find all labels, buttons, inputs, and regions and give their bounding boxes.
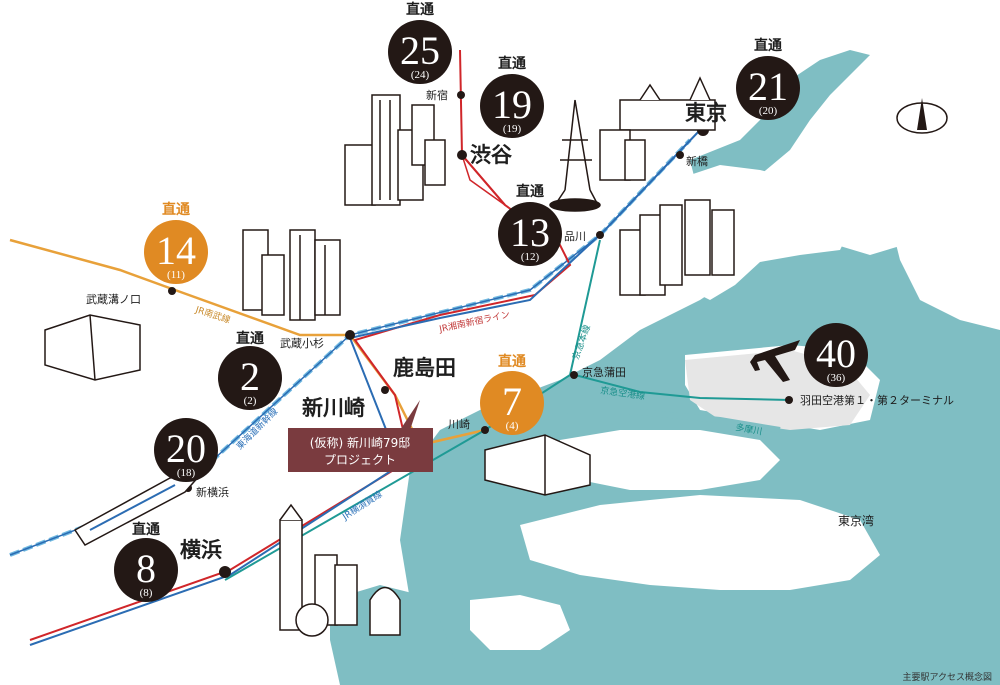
svg-text:(11): (11) (167, 269, 185, 281)
svg-text:(4): (4) (506, 420, 519, 432)
station-dot-shinjuku (457, 91, 465, 99)
svg-text:直通: 直通 (498, 55, 526, 72)
label-jr-nambu: JR南武線 (193, 303, 232, 326)
bubble-shibuya: 直通 19 (19) (480, 55, 544, 138)
svg-text:20: 20 (166, 426, 206, 471)
jr-yokosuka-line (29, 129, 701, 646)
bubble-mizonokuchi: 直通 14 (11) (144, 201, 208, 284)
bubble-yokohama: 直通 8 (8) (114, 521, 178, 602)
label-shimbashi: 新橋 (686, 154, 708, 168)
svg-text:7: 7 (502, 379, 522, 424)
yokohama-buildings-illustration (279, 503, 401, 637)
station-dot-shinagawa (596, 231, 604, 239)
station-dot-haneda (785, 396, 793, 404)
svg-text:(20): (20) (759, 105, 778, 117)
project-subtitle: プロジェクト (324, 453, 396, 467)
svg-text:直通: 直通 (516, 183, 544, 200)
svg-text:(19): (19) (503, 123, 522, 135)
station-dot-shimbashi (676, 151, 684, 159)
label-yokohama: 横浜 (180, 538, 222, 562)
svg-text:8: 8 (136, 546, 156, 591)
svg-text:2: 2 (240, 354, 260, 399)
label-kashimada: 鹿島田 (393, 356, 456, 380)
shinkansen-train-icon (73, 474, 202, 546)
svg-text:21: 21 (748, 64, 788, 109)
shinjuku-buildings-illustration (344, 94, 446, 206)
svg-text:(36): (36) (827, 372, 846, 384)
bubble-shin-yokohama: 20 (18) (154, 418, 218, 482)
bubble-haneda: 40 (36) (804, 323, 868, 387)
svg-text:14: 14 (156, 228, 196, 273)
label-tokaido-shinkansen: 東海道新幹線 (234, 405, 281, 452)
bubble-shinjuku: 直通 25 (24) (388, 1, 452, 84)
label-mizonokuchi: 武蔵溝ノ口 (86, 293, 141, 306)
svg-text:(2): (2) (244, 395, 257, 407)
svg-text:直通: 直通 (162, 201, 190, 218)
svg-text:40: 40 (816, 331, 856, 376)
station-dot-mizonokuchi (168, 287, 176, 295)
label-shin-kawasaki: 新川崎 (302, 396, 365, 420)
svg-text:25: 25 (400, 28, 440, 73)
svg-text:(24): (24) (411, 69, 430, 81)
tamagawa-river (539, 407, 781, 433)
map-caption: 主要駅アクセス概念図 (902, 671, 992, 683)
svg-text:(12): (12) (521, 251, 540, 263)
label-shinagawa: 品川 (564, 230, 586, 243)
tokyo-station-illustration (599, 76, 716, 181)
label-keikyu-kamata: 京急蒲田 (582, 365, 626, 379)
bubble-shinagawa: 直通 13 (12) (498, 183, 562, 266)
label-haneda: 羽田空港第１・第２ターミナル (800, 393, 954, 407)
svg-text:直通: 直通 (132, 521, 160, 538)
bubble-kawasaki: 直通 7 (4) (480, 353, 544, 435)
label-kawasaki: 川崎 (448, 417, 470, 431)
svg-text:直通: 直通 (406, 1, 434, 18)
station-dot-kashimada (381, 386, 389, 394)
project-marker: (仮称) 新川崎79邸 プロジェクト (288, 400, 433, 472)
north-arrow-icon (896, 98, 948, 134)
svg-text:直通: 直通 (236, 330, 264, 347)
kosugi-buildings-illustration (242, 229, 341, 321)
label-jr-yokosuka: JR横須賀線 (339, 488, 384, 523)
airplane-icon (750, 340, 800, 382)
tokyo-tower-illustration (549, 99, 601, 212)
svg-text:直通: 直通 (754, 37, 782, 54)
mizonokuchi-buildings-illustration (44, 314, 141, 381)
station-dot-kosugi (345, 330, 355, 340)
label-tokyo: 東京 (685, 101, 727, 125)
shinagawa-buildings-illustration (619, 199, 735, 296)
label-shinjuku: 新宿 (426, 88, 448, 102)
svg-text:(8): (8) (140, 587, 153, 599)
bubble-tokyo: 直通 21 (20) (736, 37, 800, 120)
station-dot-yokohama (219, 566, 231, 578)
label-keikyu-main: 京急本線 (570, 323, 594, 361)
project-name: (仮称) 新川崎79邸 (310, 435, 410, 450)
svg-text:(18): (18) (177, 467, 196, 479)
station-dot-kawasaki (481, 426, 489, 434)
station-dot-shibuya (457, 150, 467, 160)
label-kosugi: 武蔵小杉 (280, 336, 324, 350)
bubble-kosugi: 直通 2 (2) (218, 330, 282, 410)
svg-text:13: 13 (510, 210, 550, 255)
svg-text:19: 19 (492, 82, 532, 127)
svg-text:直通: 直通 (498, 353, 526, 370)
label-shin-yokohama: 新横浜 (196, 485, 229, 499)
label-tokyo-bay: 東京湾 (838, 513, 874, 528)
kawasaki-buildings-illustration (484, 434, 591, 496)
label-shibuya: 渋谷 (470, 143, 513, 167)
station-dot-keikyu-kamata (570, 371, 578, 379)
keikyu-airport-line (574, 374, 791, 401)
